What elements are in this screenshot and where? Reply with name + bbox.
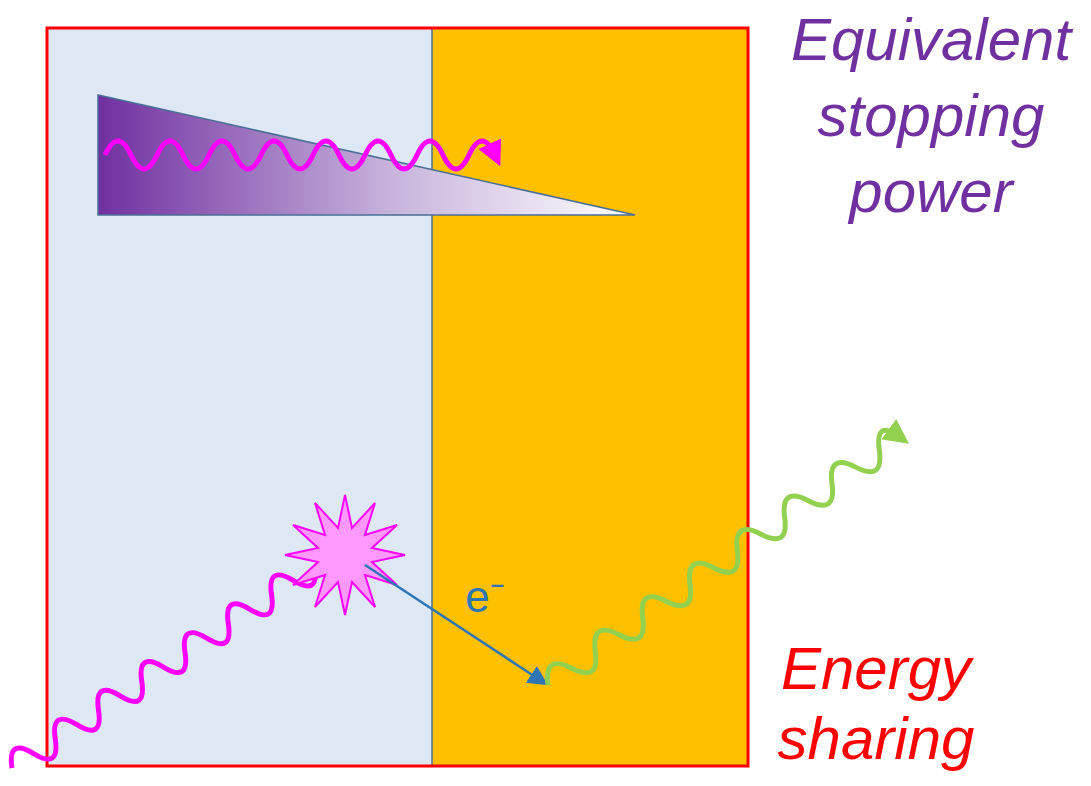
photon-wave [105,141,495,169]
attenuation-wedge [98,95,635,215]
electron-track [365,565,546,684]
interaction-burst [285,495,405,615]
incoming-photon [4,554,322,779]
region-caption: Equivalent stopping power [775,2,1087,230]
detector-outline [47,28,748,766]
particle-label: e⁻ [445,572,525,622]
photon-wave [4,554,322,779]
orange-region [432,28,748,766]
region-caption: Energy sharing [726,634,1026,774]
